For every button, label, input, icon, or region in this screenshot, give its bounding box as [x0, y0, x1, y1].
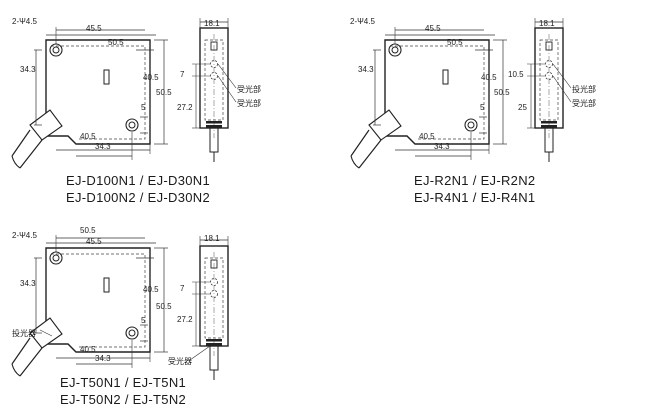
dim-left-2: 34.3: [358, 65, 374, 74]
model-line-3b: EJ-T50N2 / EJ-T5N2: [60, 392, 187, 407]
dim-small-3: 5: [141, 316, 146, 325]
dim-top2-1: 50.5: [108, 38, 124, 47]
part-label-1b: 受光部: [237, 98, 261, 108]
part-label-3a: 投光器: [12, 328, 36, 338]
part-label-3b: 受光器: [168, 356, 192, 366]
dim-top2-2: 50.5: [447, 38, 463, 47]
dim-top2-3: 45.5: [86, 237, 102, 246]
hole-label-1: 2-Ψ4.5: [12, 17, 37, 26]
dim-top1-1: 45.5: [86, 24, 102, 33]
dim-side-w-1: 18.1: [204, 19, 220, 28]
dim-bot2-2: 34.3: [434, 142, 450, 151]
dim-bot1-1: 40.5: [80, 132, 96, 141]
model-line-2a: EJ-R2N1 / EJ-R2N2: [414, 173, 536, 188]
dim-side-b-2: 25: [518, 103, 527, 112]
model-caption-3: EJ-T50N1 / EJ-T5N1 EJ-T50N2 / EJ-T5N2: [60, 374, 186, 408]
dim-side-b-1: 27.2: [177, 103, 193, 112]
dim-bot2-1: 34.3: [95, 142, 111, 151]
drawing-t-series: [11, 234, 229, 381]
model-caption-1: EJ-D100N1 / EJ-D30N1 EJ-D100N2 / EJ-D30N…: [66, 172, 210, 206]
drawing-r-series: [350, 17, 572, 169]
drawing-d-series: [11, 17, 237, 169]
dim-bot1-3: 40.5: [80, 345, 96, 354]
part-label-2b: 受光部: [572, 98, 596, 108]
dim-small-1: 5: [141, 103, 146, 112]
model-line-3a: EJ-T50N1 / EJ-T5N1: [60, 375, 187, 390]
dim-right2-3: 50.5: [156, 302, 172, 311]
dim-left-3: 34.3: [20, 279, 36, 288]
dim-side-a-2: 10.5: [508, 70, 524, 79]
dim-right2-2: 50.5: [494, 88, 510, 97]
dim-right1-1: 40.5: [143, 73, 159, 82]
model-caption-2: EJ-R2N1 / EJ-R2N2 EJ-R4N1 / EJ-R4N1: [414, 172, 535, 206]
dim-bot1-2: 40.5: [419, 132, 435, 141]
dim-left-1: 34.3: [20, 65, 36, 74]
dim-right1-3: 40.5: [143, 285, 159, 294]
part-label-2a: 投光部: [572, 84, 596, 94]
dim-small-2: 5: [480, 103, 485, 112]
dim-side-w-3: 18.1: [204, 234, 220, 243]
hole-label-2: 2-Ψ4.5: [350, 17, 375, 26]
dim-side-b-3: 27.2: [177, 315, 193, 324]
dim-side-w-2: 18.1: [539, 19, 555, 28]
dim-right2-1: 50.5: [156, 88, 172, 97]
dim-right1-2: 40.5: [481, 73, 497, 82]
dim-top1-3: 50.5: [80, 226, 96, 235]
model-line-2b: EJ-R4N1 / EJ-R4N1: [414, 190, 536, 205]
part-label-1a: 受光部: [237, 84, 261, 94]
hole-label-3: 2-Ψ4.5: [12, 231, 37, 240]
model-line-1a: EJ-D100N1 / EJ-D30N1: [66, 173, 210, 188]
dim-side-a-3: 7: [180, 284, 185, 293]
dim-bot2-3: 34.3: [95, 354, 111, 363]
model-line-1b: EJ-D100N2 / EJ-D30N2: [66, 190, 210, 205]
dim-side-a-1: 7: [180, 70, 185, 79]
dim-top1-2: 45.5: [425, 24, 441, 33]
